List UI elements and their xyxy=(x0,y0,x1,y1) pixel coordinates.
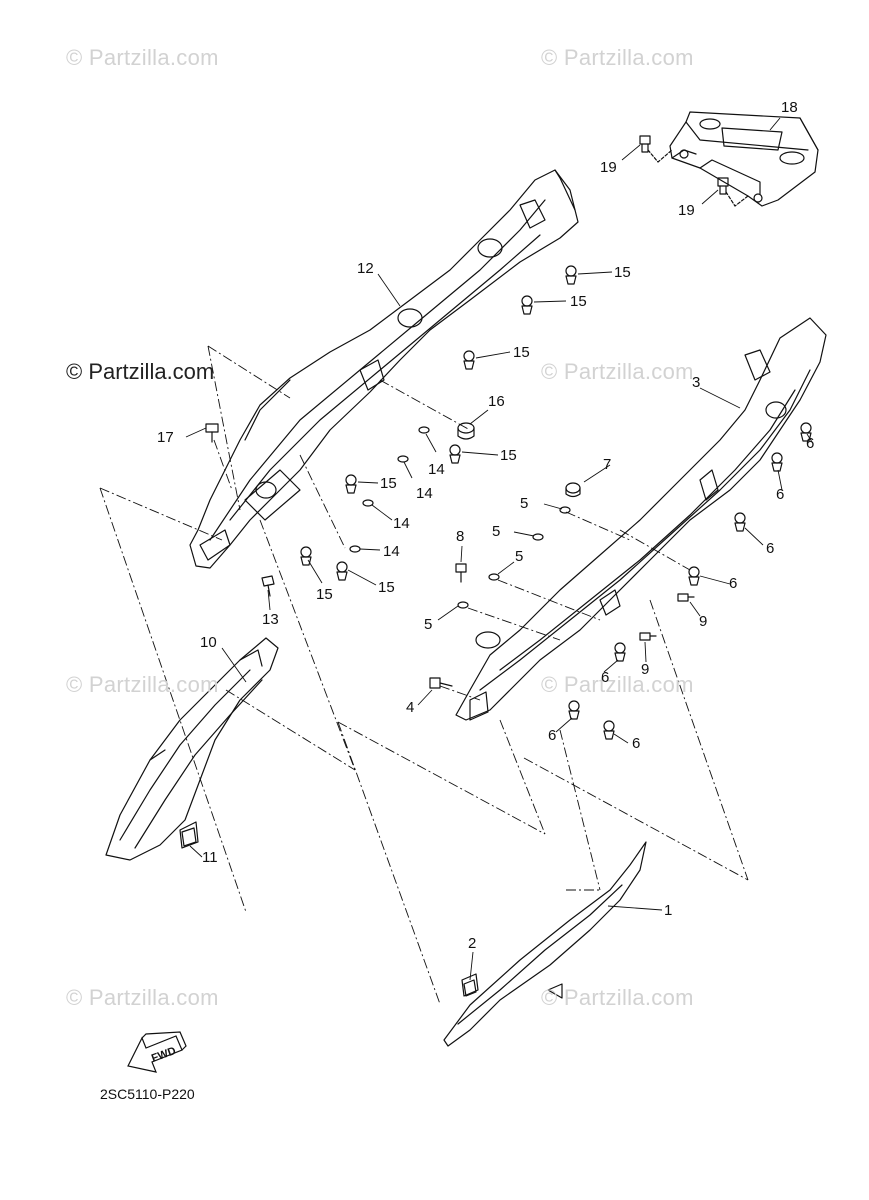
watermark-top-left: © Partzilla.com xyxy=(66,45,219,70)
callout-17: 17 xyxy=(157,429,174,446)
part-5-washers xyxy=(457,506,571,609)
part-1-side-cover xyxy=(443,841,647,1047)
watermark-mid-right: © Partzilla.com xyxy=(541,359,694,384)
callout-7: 7 xyxy=(603,456,612,473)
callout-18: 18 xyxy=(781,99,798,116)
callout-6-f: 6 xyxy=(548,727,557,744)
part-9-bolts xyxy=(639,593,695,641)
callout-5-d: 5 xyxy=(424,616,433,633)
callout-15-g: 15 xyxy=(316,586,333,603)
fwd-arrow-icon xyxy=(127,1031,187,1073)
callout-14-c: 14 xyxy=(393,515,410,532)
callout-5-a: 5 xyxy=(520,495,529,512)
watermark-lower-right: © Partzilla.com xyxy=(541,672,694,697)
callout-16: 16 xyxy=(488,393,505,410)
part-18-rear-cover xyxy=(669,111,819,207)
callout-4: 4 xyxy=(406,699,415,716)
callout-6-g: 6 xyxy=(632,735,641,752)
guide-lines xyxy=(99,345,749,1005)
diagram-code: 2SC5110-P220 xyxy=(100,1086,195,1102)
callout-14-a: 14 xyxy=(428,461,445,478)
part-8-bolt xyxy=(455,563,467,583)
part-6-clips xyxy=(568,422,812,740)
callout-5-c: 5 xyxy=(515,548,524,565)
part-16-grommet xyxy=(457,422,475,440)
callout-3: 3 xyxy=(692,374,701,391)
part-2-clip xyxy=(463,979,477,997)
watermark-bottom-right: © Partzilla.com xyxy=(541,985,694,1010)
callout-14-d: 14 xyxy=(383,543,400,560)
callout-6-b: 6 xyxy=(776,486,785,503)
callout-6-d: 6 xyxy=(729,575,738,592)
callout-15-a: 15 xyxy=(614,264,631,281)
part-12-side-cover-frame xyxy=(189,169,579,569)
part-11-clip xyxy=(181,827,197,847)
part-19-bolts xyxy=(639,135,749,207)
part-17-screw xyxy=(205,423,219,443)
callout-12: 12 xyxy=(357,260,374,277)
part-15-clips xyxy=(300,265,577,581)
callout-15-e: 15 xyxy=(380,475,397,492)
callout-15-d: 15 xyxy=(500,447,517,464)
callout-9-b: 9 xyxy=(641,661,650,678)
callout-13: 13 xyxy=(262,611,279,628)
callout-15-f: 15 xyxy=(378,579,395,596)
part-3-side-rail xyxy=(455,317,827,721)
callout-15-b: 15 xyxy=(570,293,587,310)
callout-9-a: 9 xyxy=(699,613,708,630)
leader-lines xyxy=(185,117,813,981)
callout-14-b: 14 xyxy=(416,485,433,502)
watermark-lower-left: © Partzilla.com xyxy=(66,672,219,697)
callout-6-a: 6 xyxy=(806,435,815,452)
callout-8: 8 xyxy=(456,528,465,545)
callout-19-a: 19 xyxy=(600,159,617,176)
callout-15-c: 15 xyxy=(513,344,530,361)
watermark-mid-left: © Partzilla.com xyxy=(66,359,215,384)
part-7-grommet xyxy=(565,482,581,498)
callout-2: 2 xyxy=(468,935,477,952)
part-4-bolt xyxy=(429,677,453,689)
callout-6-c: 6 xyxy=(766,540,775,557)
part-10-inner-panel xyxy=(105,637,279,861)
callout-1: 1 xyxy=(664,902,673,919)
callout-10: 10 xyxy=(200,634,217,651)
part-13-screw xyxy=(261,575,275,597)
watermark-bottom-left: © Partzilla.com xyxy=(66,985,219,1010)
callout-5-b: 5 xyxy=(492,523,501,540)
watermark-top-right: © Partzilla.com xyxy=(541,45,694,70)
callout-6-e: 6 xyxy=(601,669,610,686)
callout-19-b: 19 xyxy=(678,202,695,219)
callout-11: 11 xyxy=(202,849,218,866)
